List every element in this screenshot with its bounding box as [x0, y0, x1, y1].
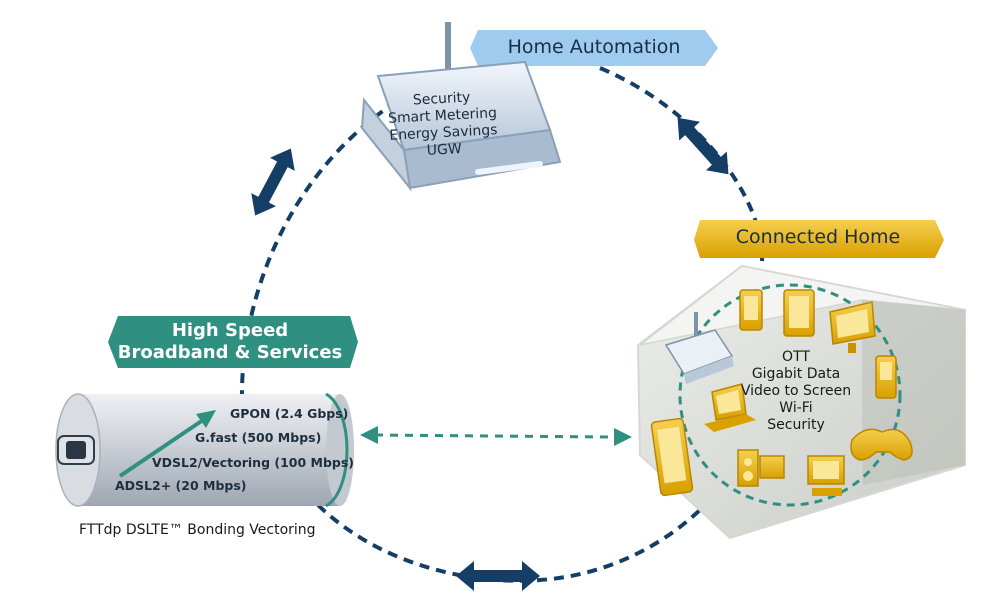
- game-controller-icon: [850, 428, 913, 461]
- large-tablet-icon: [650, 417, 694, 497]
- high-speed-label: High Speed Broadband & Services: [112, 320, 348, 364]
- house-feature: Video to Screen: [740, 383, 852, 399]
- connected-home-label: Connected Home: [735, 226, 901, 248]
- home-automation-banner: [470, 30, 718, 66]
- double-arrow-left: [251, 148, 295, 216]
- teal-arrowhead-left: [360, 426, 378, 444]
- adsl-label: ADSL2+ (20 Mbps): [115, 478, 247, 493]
- desktop-computer-icon: [807, 455, 845, 496]
- gateway-feature-list: Security Smart Metering Energy Savings U…: [366, 87, 519, 163]
- gfast-label: G.fast (500 Mbps): [195, 430, 322, 445]
- house-feature: Gigabit Data: [751, 366, 841, 382]
- laptop-icon: [704, 383, 756, 432]
- stereo-system-icon: [737, 449, 785, 487]
- high-speed-banner: [108, 316, 358, 368]
- ring-arc-bottom: [316, 503, 707, 583]
- media-player-icon: [875, 355, 897, 399]
- phone-icon: [739, 289, 763, 331]
- gateway-device: [360, 22, 562, 192]
- device-ring: [678, 283, 902, 507]
- monitor-icon: [829, 301, 876, 353]
- teal-arrowhead-right: [614, 428, 632, 446]
- connected-home-banner: [694, 220, 944, 258]
- high-speed-line-2: Broadband & Services: [117, 342, 343, 363]
- technology-caption: FTTdp DSLTE™ Bonding Vectoring: [79, 522, 316, 538]
- gpon-label: GPON (2.4 Gbps): [230, 406, 349, 421]
- router-small-icon: [664, 312, 734, 384]
- house-feature: OTT: [782, 349, 810, 365]
- double-arrow-bottom: [456, 561, 540, 591]
- double-arrow-right: [677, 117, 729, 175]
- high-speed-line-1: High Speed: [171, 320, 289, 341]
- house-feature-list: OTT Gigabit Data Video to Screen Wi-Fi S…: [716, 349, 876, 434]
- home-automation-label: Home Automation: [507, 36, 681, 58]
- house-feature: Wi-Fi: [779, 400, 813, 416]
- teal-dashed-link: [374, 433, 616, 439]
- speed-growth-arrowhead: [196, 410, 216, 428]
- house-feature: Security: [767, 417, 825, 433]
- tablet-icon: [783, 289, 815, 337]
- vdsl-label: VDSL2/Vectoring (100 Mbps): [152, 455, 355, 470]
- speed-growth-arrow: [118, 416, 208, 478]
